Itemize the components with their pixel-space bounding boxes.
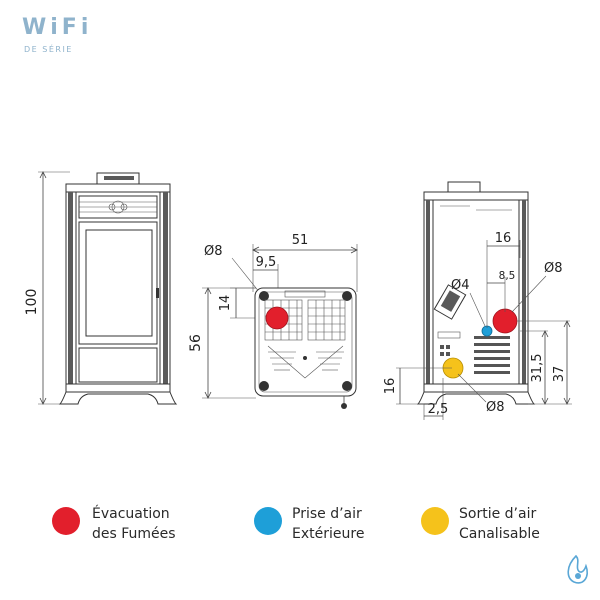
rear-vents [437,331,510,374]
rear-view: 16 8,5 Ø8 Ø4 31,5 37 16 2,5 Ø [383,181,572,420]
rear-outlet-diameter: Ø8 [486,400,505,415]
side-offset-label: 9,5 [256,255,277,270]
rear-flue-outlet [492,308,518,334]
wifi-badge: WiFi DE SÉRIE [22,15,92,54]
legend-flue-line1: Évacuation [92,505,170,522]
legend-item-flue: Évacuation des Fumées [52,505,176,542]
side-right-grid [307,299,346,341]
rear-dim-16-left: 16 [383,378,398,395]
rear-dim-315: 31,5 [530,354,545,383]
side-view: 51 9,5 Ø8 14 56 [188,233,358,409]
legend: Évacuation des Fumées Prise d’air Extéri… [52,505,540,542]
wifi-subtitle: DE SÉRIE [24,43,73,54]
rear-flue-diameter: Ø8 [544,261,563,276]
rear-air-diameter: Ø4 [451,278,470,293]
rear-dim-85: 8,5 [499,270,516,282]
rear-dim-25: 2,5 [428,402,449,417]
side-width-label: 51 [292,233,309,248]
front-height-label: 100 [24,289,40,316]
front-view: 100 [24,171,178,405]
legend-flue-line2: des Fumées [92,526,176,542]
rear-dim-16-top: 16 [495,231,512,246]
legend-item-air-outlet: Sortie d’air Canalisable [421,506,540,542]
side-pipe-diameter-label: Ø8 [204,244,223,259]
side-flue-outlet [265,306,289,330]
side-depth-label: 56 [188,334,204,352]
legend-intake-line2: Extérieure [292,526,364,542]
side-vent-pattern [267,345,344,379]
legend-intake-line1: Prise d’air [292,506,362,522]
legend-outlet-line1: Sortie d’air [459,506,536,522]
rear-dim-37: 37 [552,366,567,383]
legend-outlet-line2: Canalisable [459,526,540,542]
legend-item-air-intake: Prise d’air Extérieure [254,506,364,542]
side-pipe-height-label: 14 [218,295,233,312]
wifi-title: WiFi [22,15,92,40]
flame-logo-icon [567,554,589,584]
